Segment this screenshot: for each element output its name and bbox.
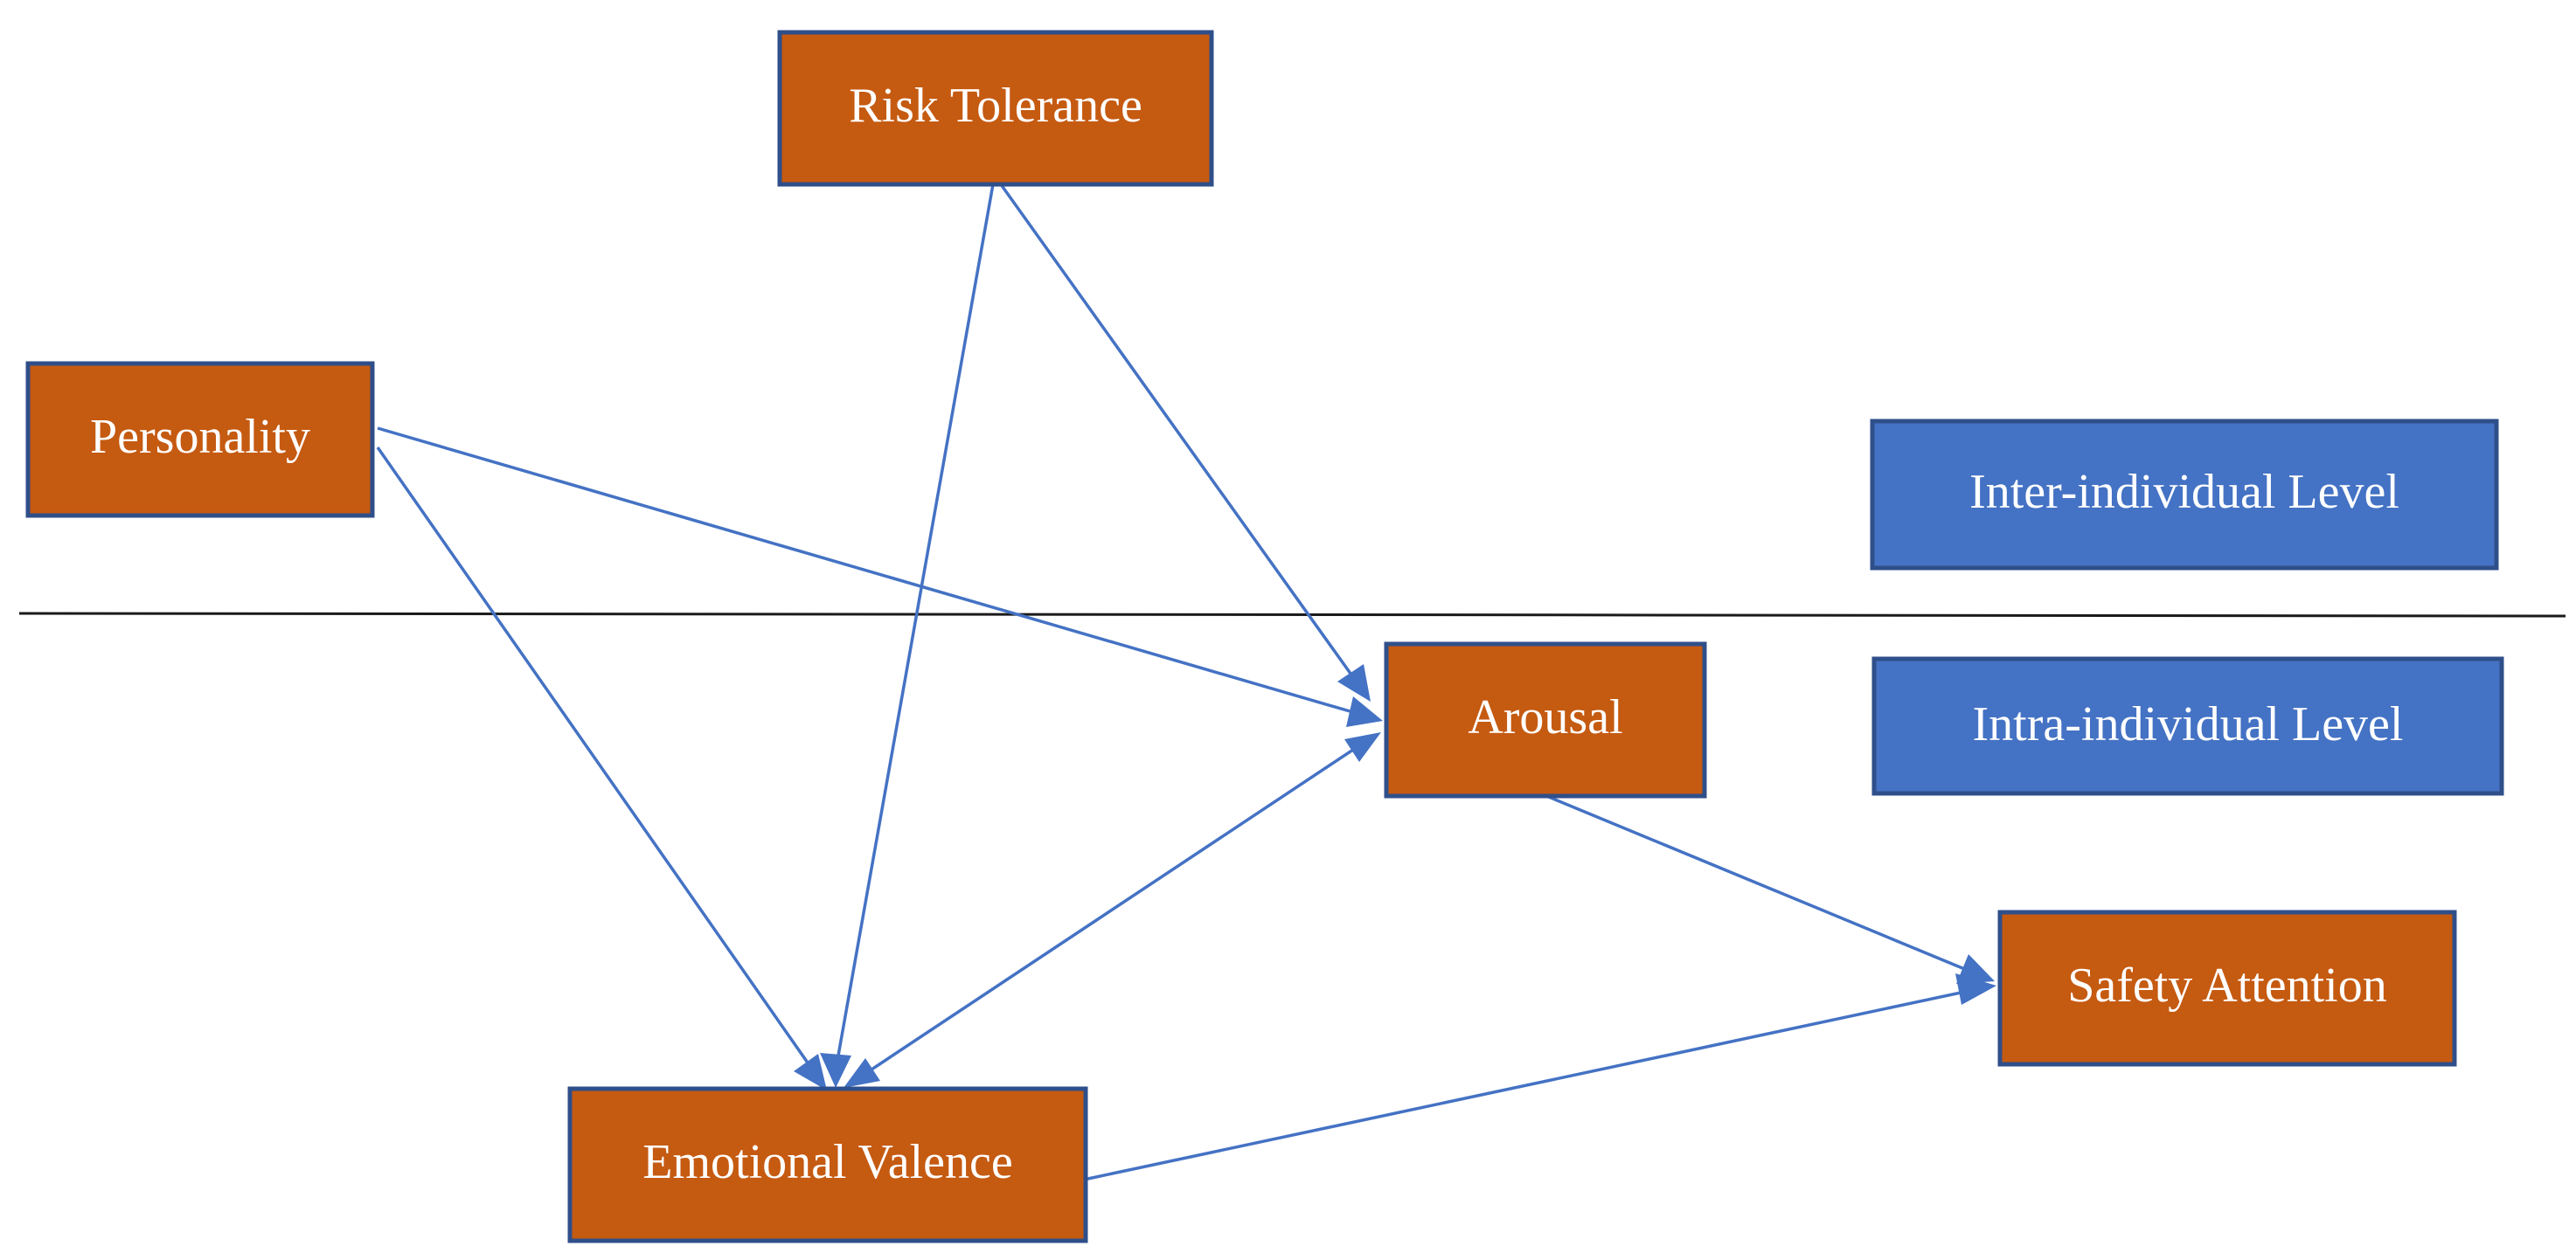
node-label-arousal: Arousal [1468,690,1622,744]
node-label-risk-tolerance: Risk Tolerance [849,79,1142,133]
edge-emotional-valence-to-arousal [844,732,1381,1088]
edge-emotional-valence-to-safety-attention [1083,973,1996,1181]
edge-risk-tolerance-to-arousal [999,183,1371,702]
edge-personality-to-arousal [377,426,1383,727]
edge-arousal-to-safety-attention [1539,792,1995,984]
level-inter-individual: Inter-individual Level [1870,419,2499,571]
node-label-safety-attention: Safety Attention [2067,959,2387,1013]
edge-personality-to-emotional-valence [376,446,827,1090]
node-emotional-valence: Emotional Valence [567,1086,1088,1243]
node-safety-attention: Safety Attention [1997,910,2457,1067]
level-divider-line [18,612,2566,618]
level-label-inter: Inter-individual Level [1969,465,2399,519]
level-intra-individual: Intra-individual Level [1871,656,2504,796]
node-label-emotional-valence: Emotional Valence [642,1135,1013,1189]
edge-risk-tolerance-to-emotional-valence [820,183,995,1088]
node-personality: Personality [25,361,375,518]
edge-layer [376,183,1996,1181]
node-label-personality: Personality [90,410,310,464]
node-risk-tolerance: Risk Tolerance [777,30,1214,187]
node-arousal: Arousal [1384,641,1707,799]
level-label-intra: Intra-individual Level [1973,697,2404,751]
